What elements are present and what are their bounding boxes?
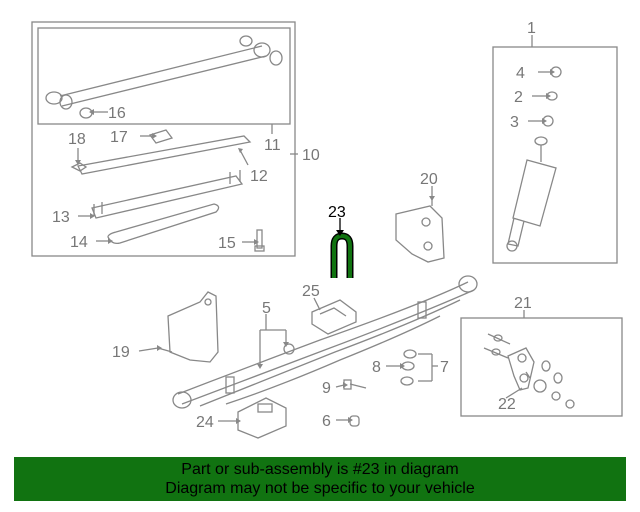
callout-17: 17 <box>110 129 128 146</box>
notice-line-1: Part or sub-assembly is #23 in diagram <box>181 461 459 478</box>
callout-15: 15 <box>218 235 236 252</box>
pad-24 <box>237 397 287 439</box>
arrowheads <box>75 69 555 424</box>
bar-13 <box>91 170 244 219</box>
bolt-9 <box>343 379 367 390</box>
bar-12 <box>77 135 252 175</box>
callout-24: 24 <box>196 414 214 431</box>
nut-6 <box>349 415 360 427</box>
shock-absorber <box>506 136 557 252</box>
parts-diagram: 1 4 2 3 16 18 17 11 10 12 13 14 15 20 23… <box>31 20 623 439</box>
strip-14 <box>107 203 220 245</box>
group-box-11 <box>37 27 291 125</box>
group-box-1 <box>492 46 618 264</box>
group-box-21 <box>460 317 623 417</box>
leaf-spring <box>172 275 478 409</box>
callout-3: 3 <box>510 114 519 131</box>
callout-13: 13 <box>52 209 70 226</box>
callout-14: 14 <box>70 234 88 251</box>
leader-lines <box>77 35 550 422</box>
callout-6: 6 <box>322 413 331 430</box>
callout-25: 25 <box>302 283 320 300</box>
shackle-kit <box>483 333 575 409</box>
rod-assembly <box>45 35 283 119</box>
block-25 <box>311 299 357 335</box>
callout-2: 2 <box>514 89 523 106</box>
callout-4: 4 <box>516 65 525 82</box>
washers <box>400 349 417 386</box>
group-box-10 <box>31 21 296 257</box>
plate-17 <box>148 129 174 144</box>
callout-7: 7 <box>440 359 449 376</box>
callout-23: 23 <box>328 204 346 221</box>
callout-8: 8 <box>372 359 381 376</box>
callout-12: 12 <box>250 168 268 185</box>
nut-18 <box>70 162 88 172</box>
callout-16: 16 <box>108 105 126 122</box>
notice-line-2: Diagram may not be specific to your vehi… <box>165 480 475 497</box>
bolt-15 <box>254 229 265 252</box>
callout-19: 19 <box>112 344 130 361</box>
callout-20: 20 <box>420 171 438 188</box>
u-bolt-23-highlighted[interactable] <box>330 218 354 278</box>
callout-9: 9 <box>322 380 331 397</box>
callout-21: 21 <box>514 295 532 312</box>
callout-11: 11 <box>264 137 281 154</box>
bracket-20 <box>395 196 445 263</box>
callout-5: 5 <box>262 300 271 317</box>
callout-22: 22 <box>498 396 516 413</box>
callout-10: 10 <box>302 147 320 164</box>
callout-1: 1 <box>527 20 536 37</box>
notice-banner: Part or sub-assembly is #23 in diagram D… <box>14 457 626 501</box>
callout-18: 18 <box>68 131 86 148</box>
bracket-19 <box>157 291 219 363</box>
